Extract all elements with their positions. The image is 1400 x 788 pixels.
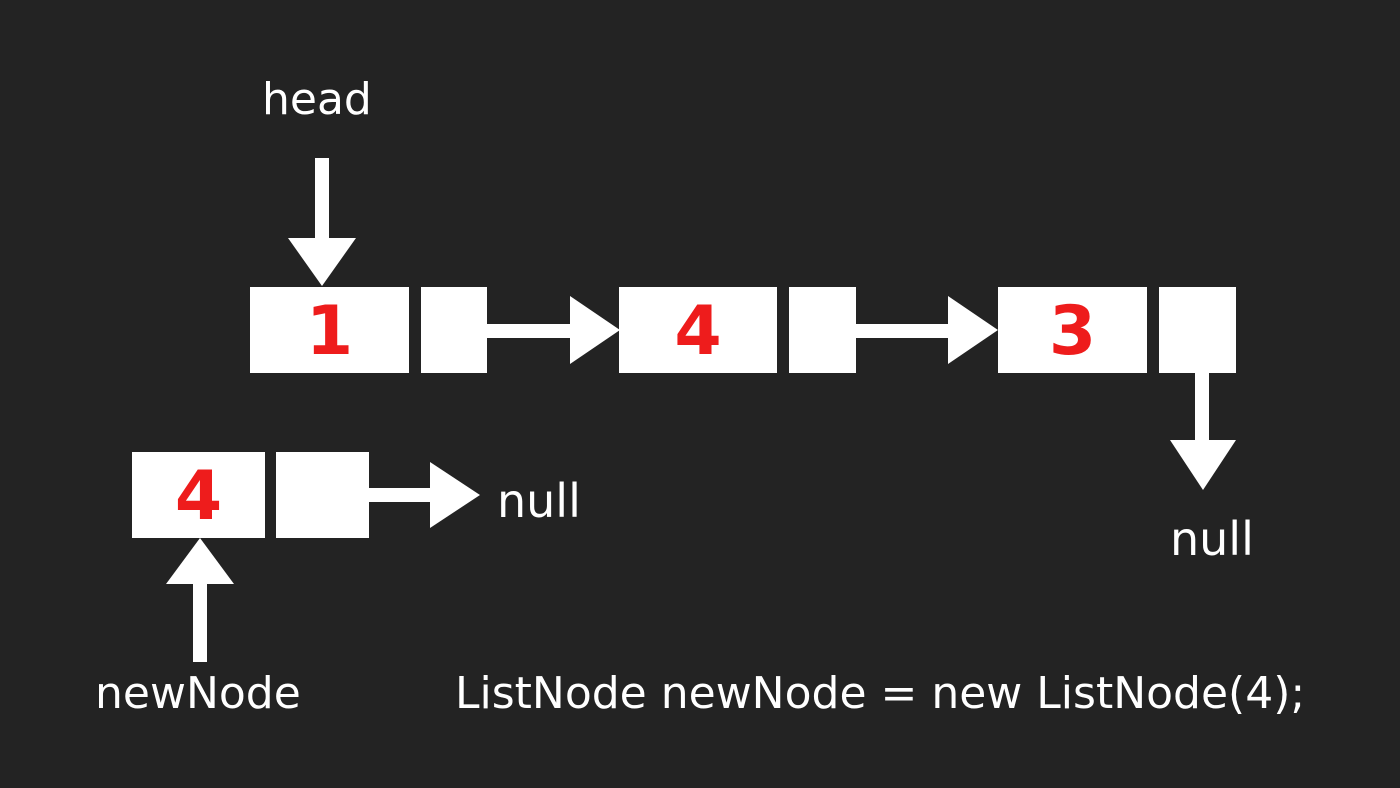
head-label: head — [262, 74, 372, 125]
tail-null-arrow — [1170, 372, 1236, 490]
list-node-3-value: 3 — [1048, 292, 1097, 371]
list-node-2-next-box — [789, 287, 856, 373]
tail-null-label: null — [1170, 512, 1254, 566]
list-node-2-value-box — [619, 287, 777, 373]
next-arrow-1 — [486, 296, 620, 364]
head-arrow — [288, 158, 356, 286]
new-node-value-box — [132, 452, 265, 538]
new-node-label: newNode — [95, 668, 301, 719]
list-node-1-value: 1 — [305, 292, 354, 371]
new-node-pointer-arrow — [166, 538, 234, 662]
list-node-1-value-box — [250, 287, 409, 373]
new-node-null-arrow — [368, 462, 480, 528]
code-line: ListNode newNode = new ListNode(4); — [455, 668, 1306, 719]
list-node-1-next-box — [421, 287, 487, 373]
new-node-value: 4 — [174, 457, 223, 536]
list-node-2-value: 4 — [674, 292, 722, 371]
new-node-null-label: null — [497, 474, 581, 528]
new-node-next-box — [276, 452, 369, 538]
list-node-3-next-box — [1159, 287, 1236, 373]
list-node-3-value-box — [998, 287, 1147, 373]
next-arrow-2 — [855, 296, 998, 364]
